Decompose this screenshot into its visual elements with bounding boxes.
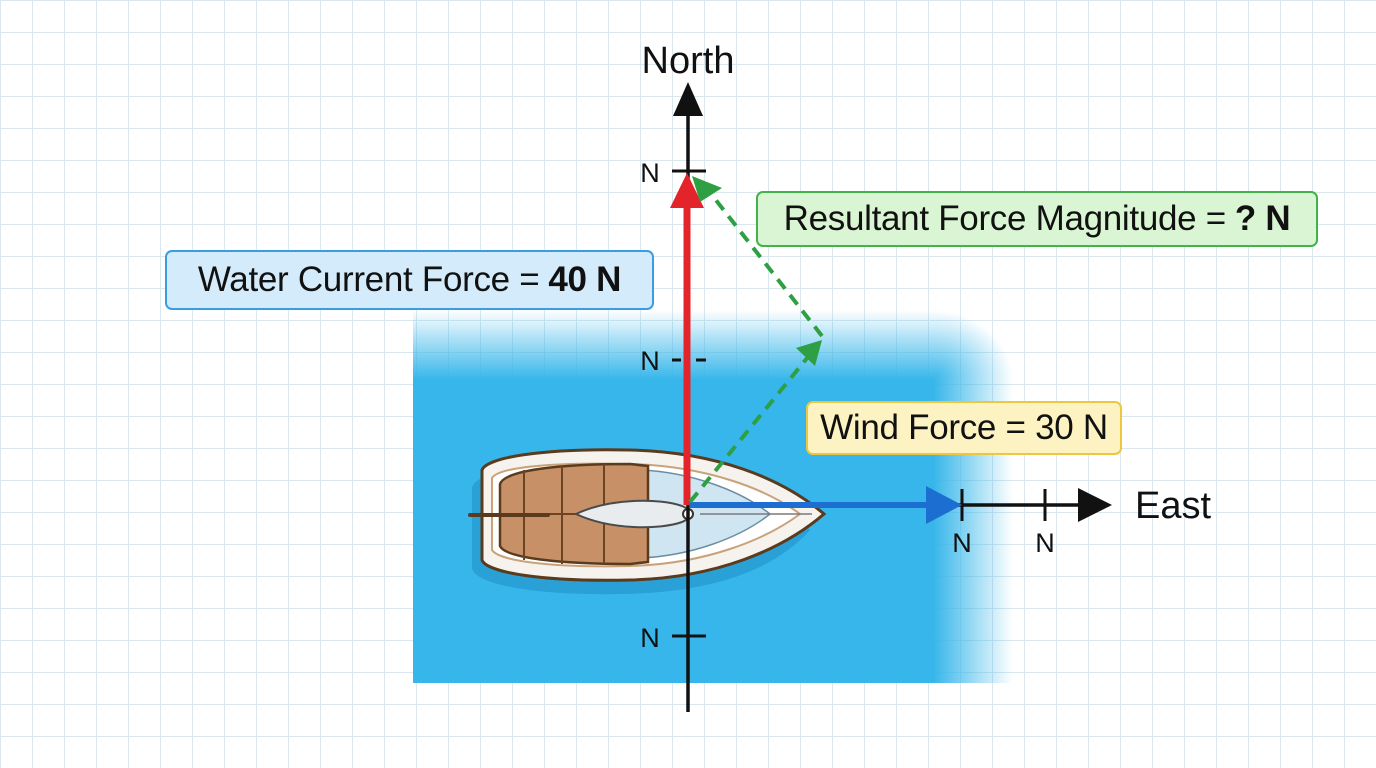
water-current-label: Water Current Force = 40 N [165,250,654,310]
resultant-vector [688,188,824,504]
wind-label: Wind Force = 30 N [806,401,1122,455]
resultant-label: Resultant Force Magnitude = ? N [756,191,1318,247]
north-axis-arrowhead [673,82,703,116]
resultant-arrowhead-mid [796,340,822,366]
water-current-label-value: 40 N [548,260,622,299]
resultant-arrowhead-top [692,176,722,202]
east-axis-arrowhead [1078,488,1112,522]
water-current-vector [670,173,704,505]
resultant-label-value: ? N [1234,199,1291,238]
wind-arrowhead [926,486,962,524]
wind-label-text: Wind Force = 30 N [820,408,1108,447]
east-axis-label: East [1135,485,1211,527]
resultant-upper-segment [706,188,824,338]
east-tick-label-1: N [952,528,972,558]
north-tick-label-top: N [640,158,660,188]
north-tick-label-mid: N [640,346,660,376]
boat [468,448,827,595]
north-axis-label: North [642,40,735,82]
resultant-lower-segment [688,350,814,504]
water-current-arrowhead [670,173,704,208]
north-tick-label-bottom: N [640,623,660,653]
wind-vector [690,486,962,524]
east-tick-label-2: N [1035,528,1055,558]
resultant-label-text: Resultant Force Magnitude = [783,199,1227,238]
water-current-label-text: Water Current Force = [197,260,540,299]
